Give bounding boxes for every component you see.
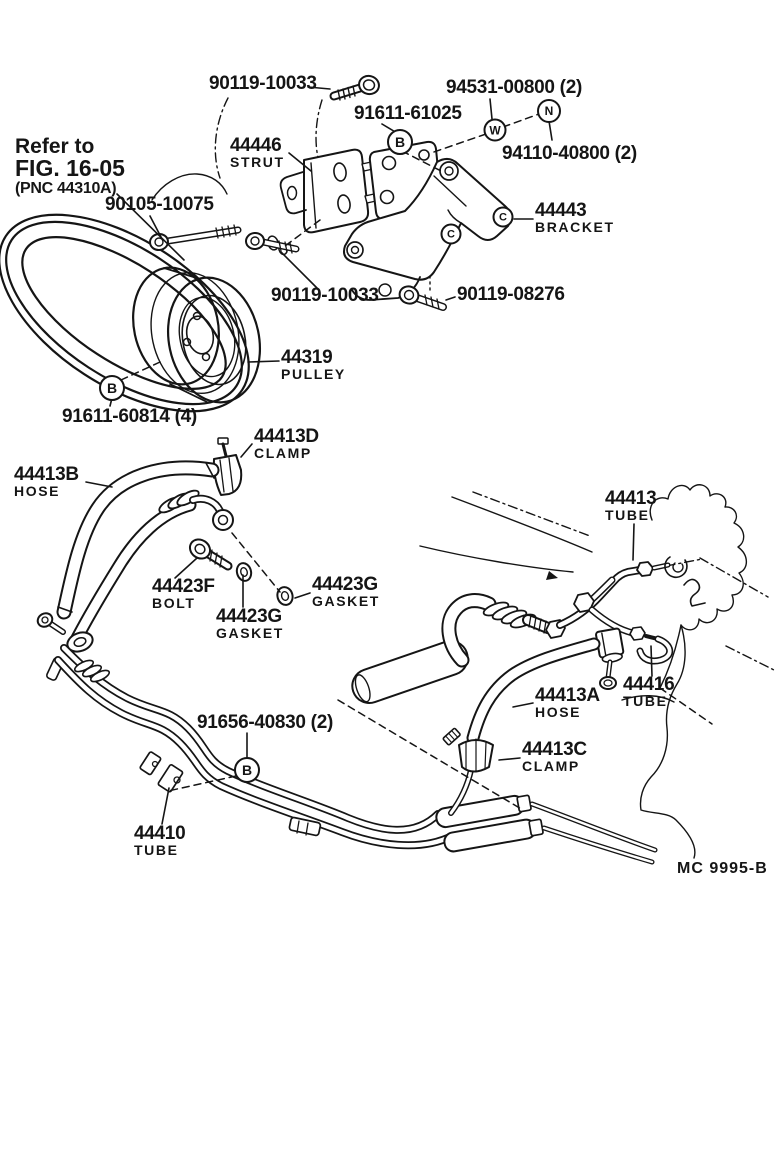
circled-letter-c: C [492, 206, 514, 228]
leader-lines-dashed [120, 113, 713, 811]
part-number: 90119-10033 [209, 73, 317, 94]
reference-note-line2: FIG. 16-05 [15, 155, 125, 182]
figure-code: MC 9995-B [677, 860, 768, 877]
rack-union-art [435, 794, 658, 865]
part-number: 90119-10033 [271, 285, 379, 306]
callout-bolt-91611-60814: 91611-60814 (4) [62, 406, 197, 427]
part-number: 44319 [281, 347, 333, 368]
drive-belt [0, 213, 250, 413]
elbow-fitting-art [595, 627, 625, 690]
circled-letter-c: C [440, 223, 462, 245]
callout-bolt-90119-10033-lower: 90119-10033 [271, 285, 379, 306]
part-caption: PULLEY [281, 366, 346, 383]
bolt-44423f-art [188, 538, 233, 571]
circled-letter-b: B [387, 129, 413, 155]
leader-lines [85, 86, 653, 825]
part-caption: CLAMP [522, 758, 580, 775]
pressure-hose-art [36, 489, 234, 681]
part-number: 44413C [522, 739, 587, 760]
bolt-90119-10033-lower-art [245, 231, 300, 254]
circled-letter-n: N [537, 99, 561, 123]
strut-art [267, 148, 377, 256]
part-caption: GASKET [312, 593, 380, 610]
reference-note: Refer to FIG. 16-05 (PNC 44310A) [15, 136, 125, 197]
part-number: 94531-00800 (2) [446, 77, 582, 98]
pulley-art [132, 266, 262, 404]
hose-44413a-art [448, 637, 601, 816]
clamp-44413c-art [442, 727, 494, 773]
part-caption: TUBE [134, 842, 179, 859]
part-caption: BOLT [152, 595, 196, 612]
part-caption: TUBE [605, 507, 650, 524]
reference-note-line3: (PNC 44310A) [15, 179, 117, 197]
steering-gear-ghost [419, 484, 748, 859]
part-number: 90105-10075 [105, 194, 214, 215]
part-caption: HOSE [535, 704, 582, 721]
callout-washer-94531-00800: 94531-00800 (2) [446, 77, 582, 98]
part-number: 44413B [14, 464, 79, 485]
pump-boss-ghost [151, 173, 228, 201]
tube-44413-art [556, 556, 706, 629]
callout-nut-94110-40800: 94110-40800 (2) [502, 143, 637, 164]
part-number: 44423G [216, 606, 282, 627]
part-caption: GASKET [216, 625, 284, 642]
part-caption: BRACKET [535, 219, 615, 236]
bolt-90119-10033-upper-art [329, 74, 380, 101]
callout-bolt-90119-10033-upper: 90119-10033 [209, 73, 317, 94]
gasket-44423g-art [235, 562, 294, 606]
callout-bolt-91611-61025: 91611-61025 [354, 103, 462, 124]
circled-letter-b: B [99, 375, 125, 401]
part-number: 44443 [535, 200, 587, 221]
tube-44416-art [636, 635, 674, 665]
hose-44413b-art [56, 460, 220, 620]
part-number: 91611-61025 [354, 103, 462, 124]
part-number: 94110-40800 (2) [502, 143, 637, 164]
bracket-art [343, 158, 512, 301]
circled-letter-b: B [234, 757, 260, 783]
part-number: 91656-40830 (2) [197, 712, 333, 733]
callout-bolt-90119-08276: 90119-08276 [457, 284, 565, 305]
part-caption: STRUT [230, 154, 285, 171]
callout-bolt-91656-40830: 91656-40830 (2) [197, 712, 333, 733]
part-caption: TUBE [623, 693, 668, 710]
circled-letter-w: W [483, 118, 507, 142]
part-number: 44410 [134, 823, 186, 844]
bolt-90119-08276-art [398, 285, 447, 311]
callout-bolt-90105-10075: 90105-10075 [105, 194, 214, 215]
tube-bundle-44410-art [54, 644, 456, 850]
part-number: 44423G [312, 574, 378, 595]
pump-hose-art [351, 593, 566, 704]
part-number: 44413D [254, 426, 319, 447]
part-number: 91611-60814 (4) [62, 406, 197, 427]
part-caption: CLAMP [254, 445, 312, 462]
reference-note-line1: Refer to [15, 135, 95, 158]
hidden-outline-dashdot [214, 97, 776, 672]
part-number: 44423F [152, 576, 215, 597]
part-number: 44413 [605, 488, 657, 509]
tube-lower-branch-art [573, 576, 660, 641]
clamp-44413d-art [212, 437, 243, 496]
part-number: 90119-08276 [457, 284, 565, 305]
part-number: 44416 [623, 674, 675, 695]
bolt-90105-10075-art [149, 224, 242, 252]
part-caption: HOSE [14, 483, 61, 500]
part-number: 44446 [230, 135, 282, 156]
part-number: 44413A [535, 685, 600, 706]
